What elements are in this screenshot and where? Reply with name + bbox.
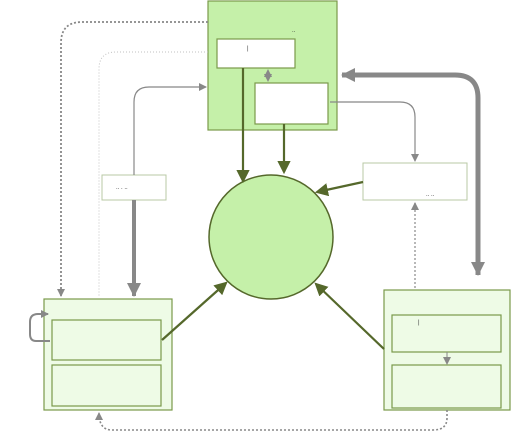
edge-self-loop-bottom-left: [29, 310, 50, 342]
edge-faint-dotted: [98, 51, 208, 296]
edge-right-mid-to-center: [314, 180, 364, 197]
bottom-right-row-a: [391, 314, 502, 353]
top-node-corner-mark: ..: [292, 28, 296, 34]
edge-bottom-dotted-loop: [95, 410, 448, 431]
edge-top-to-right-mid: [330, 101, 419, 162]
top-node-inner-b: [254, 82, 329, 125]
bottom-right-row-a-label: |: [418, 320, 420, 326]
edge-bottom-right-to-center: [314, 282, 385, 350]
right-mid-label: .. ..: [426, 192, 435, 198]
edge-bottom-left-to-center: [161, 281, 228, 341]
right-mid-box: [362, 162, 468, 201]
bottom-left-row-b: [51, 364, 162, 407]
edge-top-bottom-right-thick: [351, 72, 485, 276]
edge-left-mid-to-top: [133, 83, 207, 175]
top-node-inner-a: [216, 38, 296, 69]
top-node-inner-a-label: |: [247, 46, 249, 52]
bottom-right-row-b: [391, 364, 502, 409]
center-node: [208, 174, 334, 300]
left-mid-label: .. . ..: [116, 185, 128, 191]
bottom-left-row-a: [51, 319, 162, 361]
left-mid-box: [101, 174, 167, 201]
